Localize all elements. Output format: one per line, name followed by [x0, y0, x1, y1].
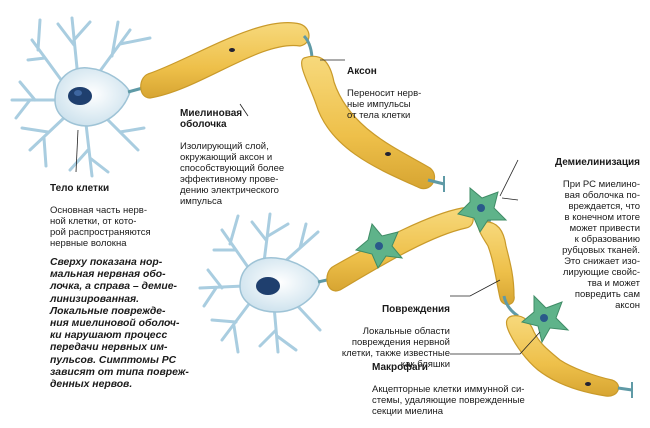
label-myelin-title: Миелиновая оболочка — [180, 108, 243, 130]
label-macrophages: Макрофаги Акцепторные клетки иммунной си… — [372, 351, 525, 428]
label-axon: Аксон Переносит нерв- ные импульсы от те… — [347, 55, 421, 132]
cell-body-bottom — [239, 257, 321, 313]
label-damage: Повреждения Локальные области повреждени… — [340, 293, 450, 381]
macrophage-cells — [354, 186, 570, 344]
myelin-damaged — [505, 315, 620, 397]
label-axon-title: Аксон — [347, 66, 377, 77]
diagram-art — [10, 16, 633, 398]
nucleus-bottom — [256, 277, 280, 295]
demyelinated-neuron — [198, 207, 633, 398]
caption-text: Сверху показана нор- мальная нервная обо… — [50, 257, 189, 391]
label-myelin-text: Изолирующий слой, окружающий аксон и спо… — [180, 141, 285, 207]
label-cell-body-text: Основная часть нерв- ной клетки, от кото… — [50, 205, 151, 249]
label-demyelination: Демиелинизация При РС миелино- вая оболо… — [520, 146, 640, 322]
healthy-neuron — [10, 16, 445, 192]
label-cell-body-title: Тело клетки — [50, 183, 110, 194]
label-cell-body: Тело клетки Основная часть нерв- ной кле… — [50, 172, 151, 260]
leader-lines — [75, 59, 541, 355]
label-damage-text: Локальные области повреждения нервной кл… — [341, 326, 450, 370]
label-demyelination-title: Демиелинизация — [555, 157, 640, 168]
myelin-damaged — [478, 221, 515, 306]
label-demyelination-text: При РС миелино- вая оболочка по- вреждае… — [562, 179, 640, 311]
label-axon-text: Переносит нерв- ные импульсы от тела кле… — [347, 88, 422, 121]
label-macrophages-title: Макрофаги — [372, 362, 428, 373]
nucleus-top — [68, 87, 92, 105]
cell-body-top-dendrites — [10, 16, 152, 178]
label-damage-title: Повреждения — [381, 304, 450, 315]
label-myelin: Миелиновая оболочка Изолирующий слой, ок… — [180, 97, 284, 218]
myelin-segment — [140, 22, 310, 99]
myelin-segment — [326, 207, 474, 292]
myelin-segment — [301, 55, 435, 190]
cell-body-top — [54, 67, 131, 127]
label-macrophages-text: Акцепторные клетки иммунной си- стемы, у… — [372, 384, 525, 417]
